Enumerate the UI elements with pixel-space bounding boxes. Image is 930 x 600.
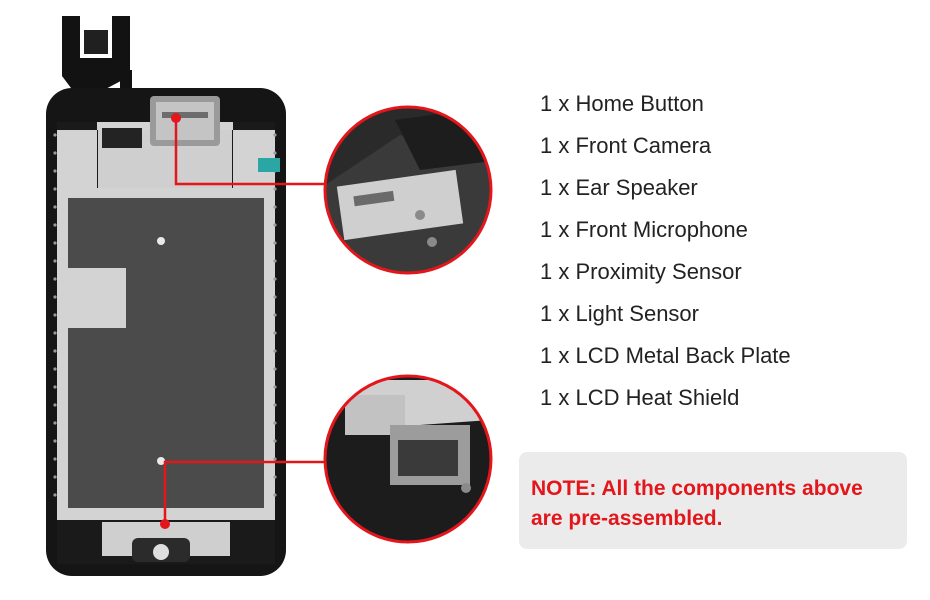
note-text: NOTE: All the components above are pre-a…	[531, 477, 863, 530]
list-item: 1 x LCD Heat Shield	[540, 385, 740, 410]
callout-dot-top	[171, 113, 181, 123]
flex-cable	[62, 16, 132, 100]
list-item: 1 x Ear Speaker	[540, 175, 698, 200]
list-item: 1 x Light Sensor	[540, 301, 699, 326]
list-item: 1 x Front Camera	[540, 133, 712, 158]
bottom-zoom-magnifier	[323, 374, 493, 544]
phone-display-assembly	[46, 88, 286, 576]
top-zoom-magnifier	[323, 105, 493, 275]
callout-lines	[163, 118, 326, 524]
callout-dot-bottom	[160, 519, 170, 529]
list-item: 1 x Proximity Sensor	[540, 259, 742, 284]
list-item: 1 x Front Microphone	[540, 217, 748, 242]
list-item: 1 x LCD Metal Back Plate	[540, 343, 791, 368]
included-parts-list: 1 x Home Button 1 x Front Camera 1 x Ear…	[540, 88, 791, 424]
list-item: 1 x Home Button	[540, 91, 704, 116]
note-box: NOTE: All the components above are pre-a…	[519, 452, 907, 549]
